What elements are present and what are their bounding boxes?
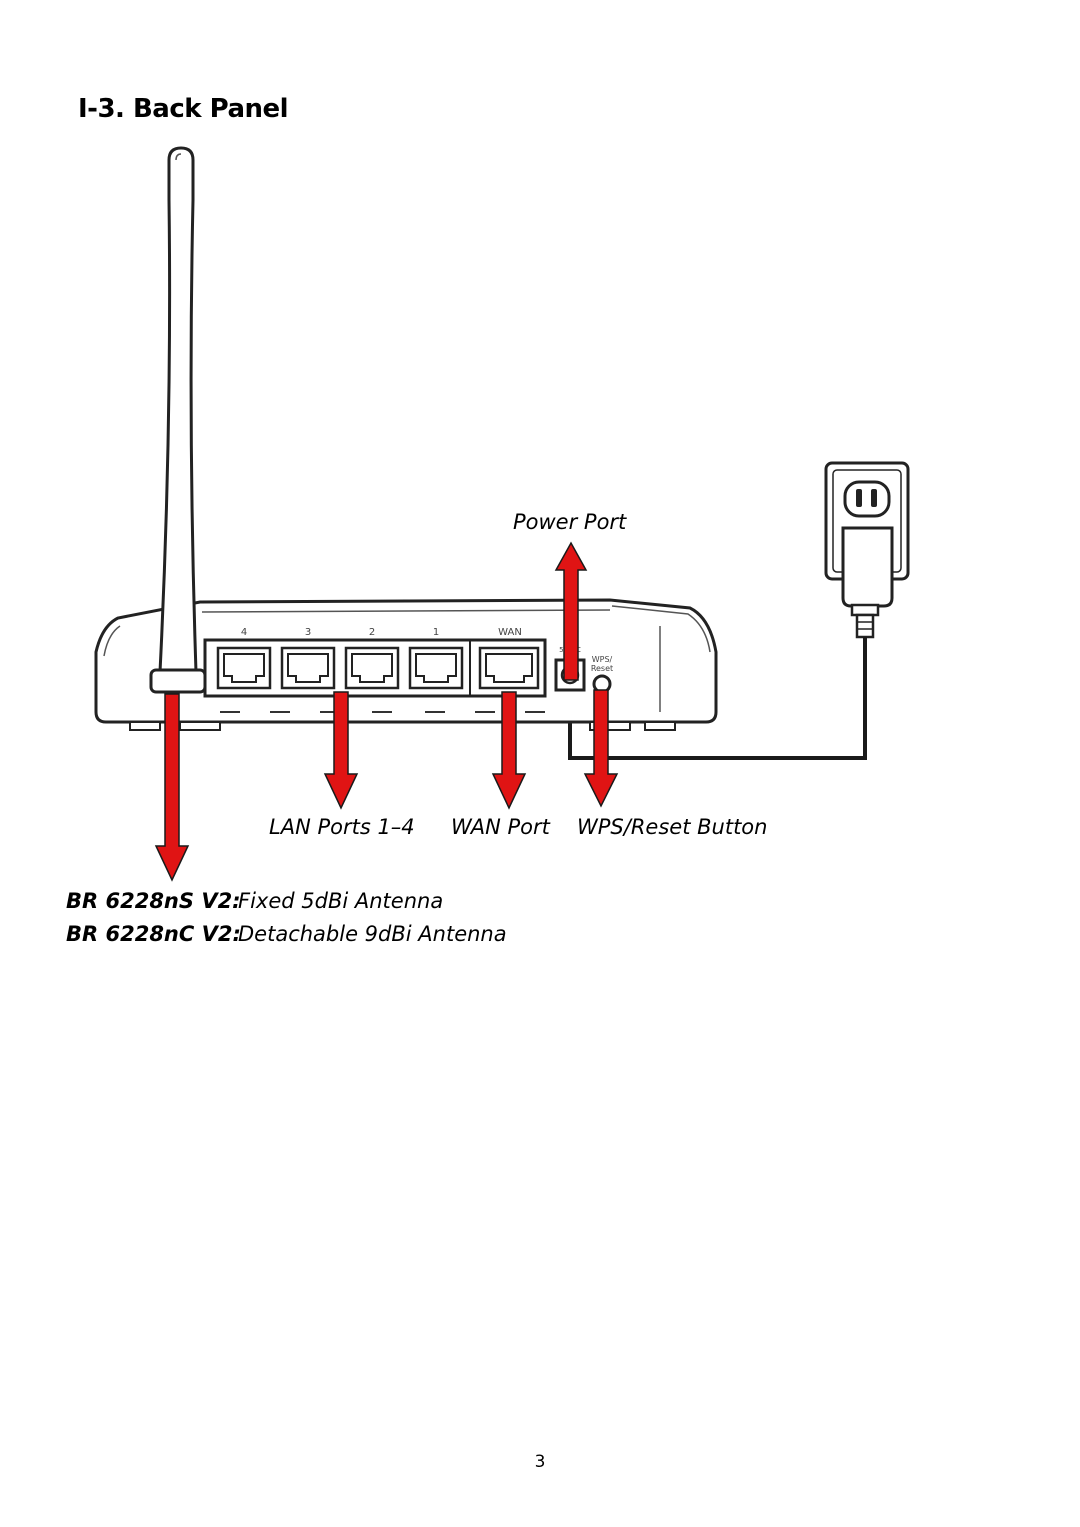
- antenna-description: Detachable 9dBi Antenna: [238, 922, 507, 946]
- callout-lan-ports: LAN Ports 1–4: [269, 815, 415, 839]
- back-panel-diagram: 4 3 2 1 WAN 5V DC WPS/ Reset: [94, 146, 910, 882]
- wps-reset-arrow: [583, 689, 619, 808]
- lan-port-4: [216, 646, 272, 690]
- lan-port-2: [344, 646, 400, 690]
- lan-port-label-2: 2: [369, 627, 375, 638]
- lan-port-label-3: 3: [305, 627, 311, 638]
- power-cable: [568, 637, 867, 760]
- power-port-arrow: [554, 541, 588, 681]
- lan-ports-arrow: [323, 691, 359, 810]
- lan-port-1: [408, 646, 464, 690]
- model-name: BR 6228nC V2:: [66, 922, 241, 946]
- antenna-description: Fixed 5dBi Antenna: [238, 889, 444, 913]
- callout-wps-reset: WPS/Reset Button: [577, 815, 768, 839]
- antenna-arrow: [154, 693, 190, 882]
- callout-power-port: Power Port: [513, 510, 627, 534]
- page-number: 3: [534, 1452, 546, 1472]
- wps-label-line2: Reset: [591, 664, 613, 673]
- wan-port-arrow: [491, 691, 527, 810]
- antenna-icon: [149, 146, 207, 694]
- wan-port-label: WAN: [498, 627, 522, 638]
- model-name: BR 6228nS V2:: [66, 889, 241, 913]
- section-title: I-3. Back Panel: [78, 94, 289, 124]
- model-row-1: BR 6228nS V2:Fixed 5dBi Antenna: [66, 889, 443, 913]
- lan-port-label-1: 1: [433, 627, 439, 638]
- lan-port-3: [280, 646, 336, 690]
- wan-port: [478, 646, 540, 690]
- model-row-2: BR 6228nC V2:Detachable 9dBi Antenna: [66, 922, 507, 946]
- lan-port-label-4: 4: [241, 627, 247, 638]
- callout-wan-port: WAN Port: [451, 815, 550, 839]
- power-adapter-icon: [841, 526, 894, 639]
- wps-label-line1: WPS/: [592, 655, 613, 664]
